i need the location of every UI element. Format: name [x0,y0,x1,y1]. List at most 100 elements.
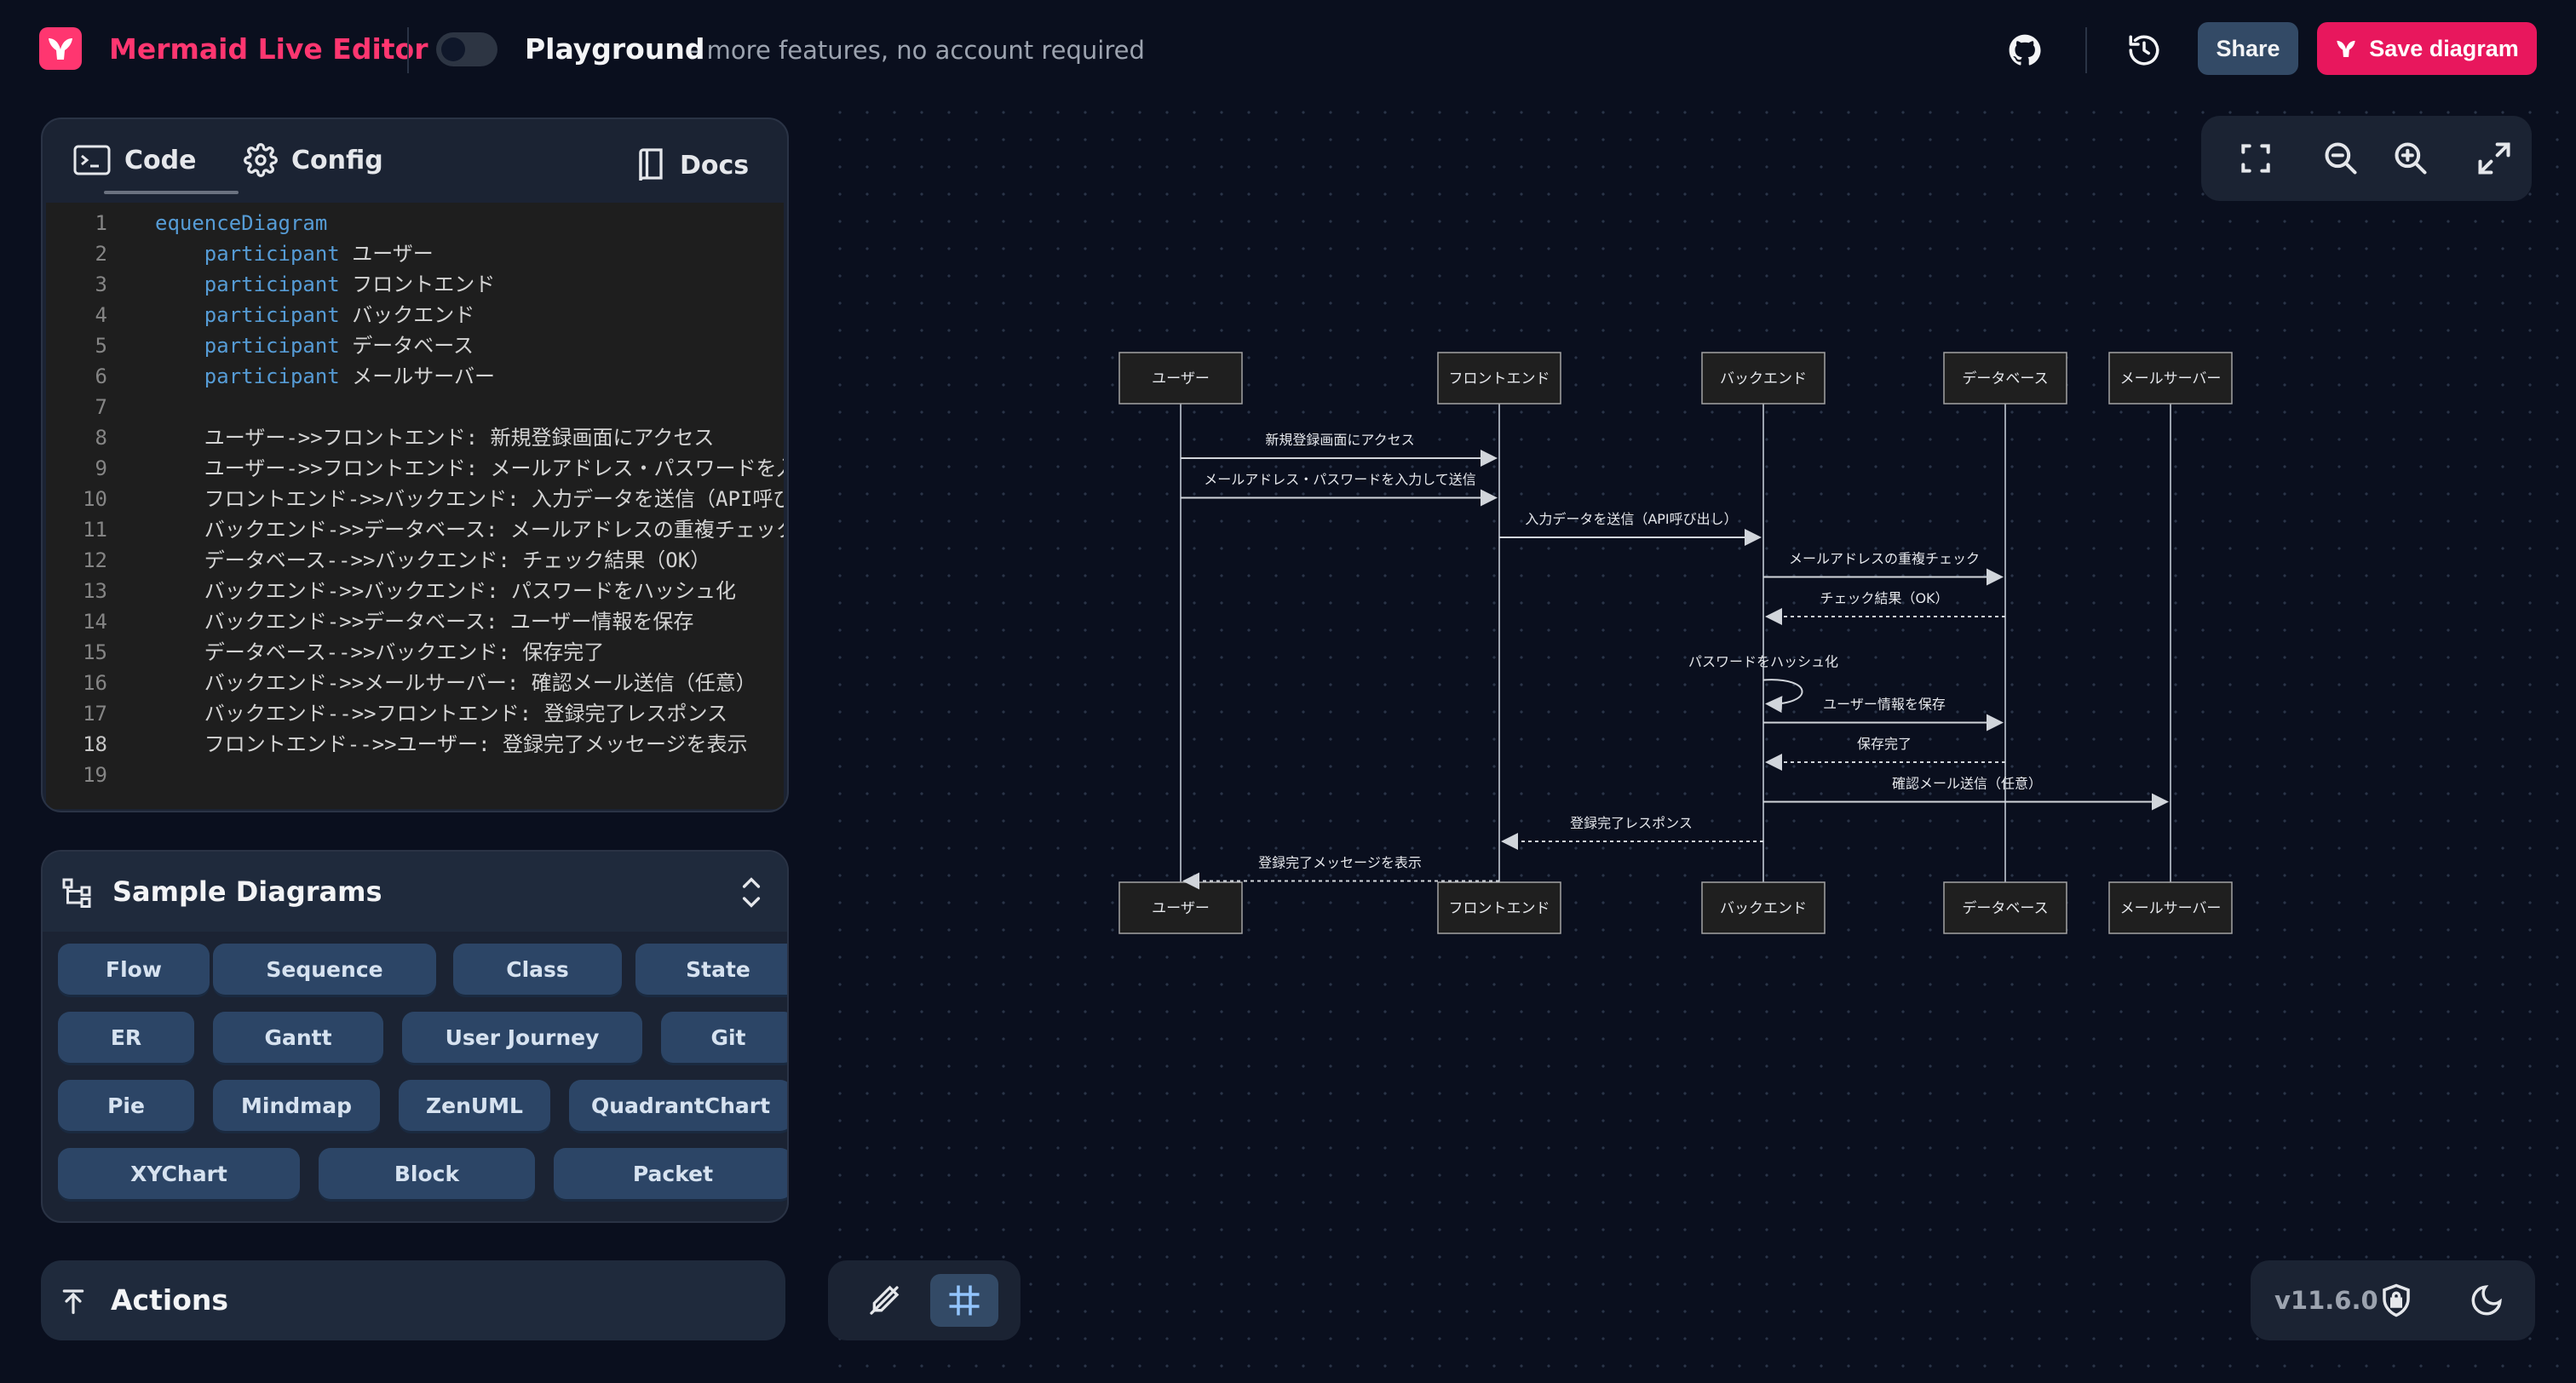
line-number: 13 [83,579,107,603]
line-number: 12 [83,548,107,572]
expand-icon[interactable] [2470,135,2518,182]
code-line[interactable]: 16 バックエンド->>メールサーバー: 確認メール送信（任意） [46,668,784,698]
sample-packet-button[interactable]: Packet [554,1148,787,1199]
message-label: 新規登録画面にアクセス [1265,432,1414,448]
diagram-canvas[interactable]: ユーザーユーザーフロントエンドフロントエンドバックエンドバックエンドデータベース… [826,99,2576,1383]
sample-git-button[interactable]: Git [661,1012,787,1063]
message-label: メールアドレス・パスワードを入力して送信 [1204,472,1476,488]
code-line[interactable]: 13 バックエンド->>バックエンド: パスワードをハッシュ化 [46,576,784,606]
tab-config-label: Config [291,145,383,175]
line-number: 14 [83,610,107,634]
message-label: 登録完了メッセージを表示 [1258,855,1422,871]
code-line[interactable]: 2 participant ユーザー [46,238,784,269]
save-diagram-button[interactable]: Save diagram [2317,22,2537,75]
sample-class-button[interactable]: Class [453,944,622,995]
active-tab-indicator [104,191,239,194]
code-text: participant バックエンド [204,303,475,327]
code-text: バックエンド->>メールサーバー: 確認メール送信（任意） [155,671,756,695]
participant-label: ユーザー [1152,900,1210,917]
grid-icon[interactable] [930,1274,998,1327]
code-text: equenceDiagram [155,211,328,235]
zoom-in-icon[interactable] [2387,135,2435,182]
playground-toggle[interactable] [436,32,497,66]
code-line[interactable]: 11 バックエンド->>データベース: メールアドレスの重複チェック [46,514,784,545]
code-text: バックエンド->>データベース: メールアドレスの重複チェック [155,518,784,542]
code-line[interactable]: 12 データベース-->>バックエンド: チェック結果（OK） [46,545,784,576]
sample-quadrantchart-button[interactable]: QuadrantChart [569,1080,787,1131]
code-text: ユーザー->>フロントエンド: 新規登録画面にアクセス [155,426,715,450]
actions-panel[interactable]: Actions [41,1260,785,1340]
participant-box-top [1943,352,2067,405]
version-label: v11.6.0 [2274,1286,2378,1315]
sample-sequence-button[interactable]: Sequence [213,944,436,995]
code-icon [73,145,111,175]
code-line[interactable]: 6 participant メールサーバー [46,361,784,392]
message-label: ユーザー情報を保存 [1823,697,1946,713]
participant-label: データベース [1962,370,2048,387]
zoom-out-icon[interactable] [2317,135,2365,182]
sample-xychart-button[interactable]: XYChart [58,1148,300,1199]
code-line[interactable]: 19 [46,760,784,790]
app-title[interactable]: Mermaid Live Editor [109,32,428,66]
code-line[interactable]: 10 フロントエンド->>バックエンド: 入力データを送信（API呼び出 [46,484,784,514]
collapse-icon[interactable] [739,875,763,910]
code-text: ユーザー->>フロントエンド: メールアドレス・パスワードを入 [155,456,784,480]
sample-er-button[interactable]: ER [58,1012,194,1063]
code-line[interactable]: 3 participant フロントエンド [46,269,784,300]
history-icon[interactable] [2121,27,2167,73]
code-line[interactable]: 15 データベース-->>バックエンド: 保存完了 [46,637,784,668]
code-line[interactable]: 4 participant バックエンド [46,300,784,330]
code-text: participant ユーザー [204,242,434,266]
actions-title: Actions [111,1283,228,1317]
diagram-tree-icon [62,878,91,908]
toggle-knob [441,37,465,61]
line-number: 1 [95,211,107,235]
sample-zenuml-button[interactable]: ZenUML [399,1080,550,1131]
code-line[interactable]: 18 フロントエンド-->>ユーザー: 登録完了メッセージを表示 [46,729,784,760]
code-text: データベース-->>バックエンド: 保存完了 [155,640,605,664]
tab-docs[interactable]: Docs [635,140,749,191]
shield-lock-icon[interactable] [2378,1283,2414,1318]
code-text: データベース-->>バックエンド: チェック結果（OK） [155,548,711,572]
playground-subtitle: - more features, no account required [690,36,1145,65]
sample-block-button[interactable]: Block [319,1148,535,1199]
participant-label: バックエンド [1720,900,1807,917]
participant-label: メールサーバー [2120,900,2222,917]
sample-diagrams-header[interactable]: Sample Diagrams [43,852,787,932]
code-line[interactable]: 14 バックエンド->>データベース: ユーザー情報を保存 [46,606,784,637]
fit-screen-icon[interactable] [2232,135,2280,182]
tab-code[interactable]: Code [73,135,196,186]
code-line[interactable]: 1 equenceDiagram [46,208,784,238]
github-icon[interactable] [2002,27,2048,73]
code-line[interactable]: 5 participant データベース [46,330,784,361]
code-text: フロントエンド-->>ユーザー: 登録完了メッセージを表示 [155,732,748,756]
code-line[interactable]: 17 バックエンド-->>フロントエンド: 登録完了レスポンス [46,698,784,729]
line-number: 9 [95,456,107,480]
sample-state-button[interactable]: State [635,944,787,995]
sample-mindmap-button[interactable]: Mindmap [213,1080,380,1131]
participant-box-bottom [1701,881,1826,934]
code-line[interactable]: 7 [46,392,784,422]
version-bar: v11.6.0 [2251,1260,2535,1340]
sample-user-journey-button[interactable]: User Journey [402,1012,642,1063]
moon-icon[interactable] [2469,1283,2504,1318]
participant-box-bottom [1118,881,1243,934]
save-diagram-label: Save diagram [2369,35,2519,61]
participant-box-top [1701,352,1826,405]
line-number: 6 [95,364,107,388]
gear-icon [244,143,278,177]
code-text: バックエンド->>データベース: ユーザー情報を保存 [155,610,694,634]
mermaid-logo-icon[interactable] [39,27,82,70]
code-line[interactable]: 8 ユーザー->>フロントエンド: 新規登録画面にアクセス [46,422,784,453]
self-message-arrow [1762,679,1803,714]
sample-gantt-button[interactable]: Gantt [213,1012,383,1063]
participant-box-bottom [1943,881,2067,934]
tab-config[interactable]: Config [244,135,383,186]
sample-flow-button[interactable]: Flow [58,944,210,995]
pan-zoom-icon[interactable] [850,1274,918,1327]
share-button[interactable]: Share [2198,22,2298,75]
sample-pie-button[interactable]: Pie [58,1080,194,1131]
upload-icon [62,1289,84,1314]
code-line[interactable]: 9 ユーザー->>フロントエンド: メールアドレス・パスワードを入 [46,453,784,484]
